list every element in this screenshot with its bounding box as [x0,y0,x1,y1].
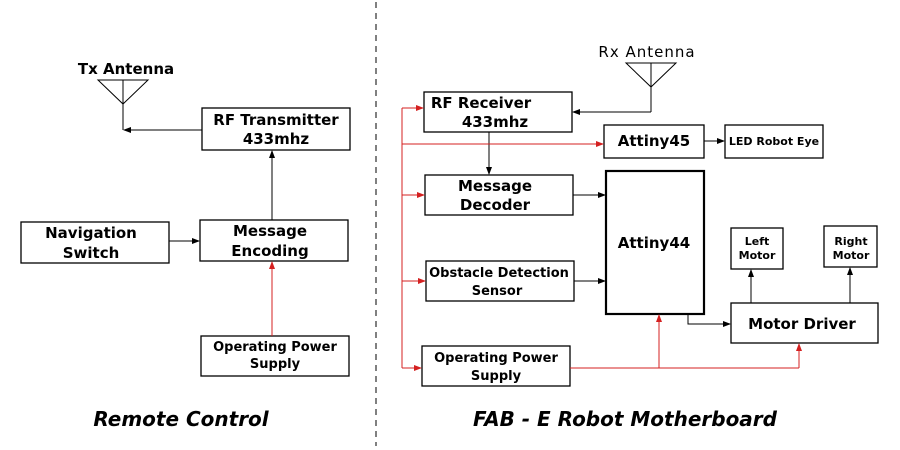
robot-power-supply-block: Operating Power Supply [421,345,571,387]
navigation-switch-line2: Switch [63,244,120,262]
tx-antenna-label: Tx Antenna [78,60,174,78]
rx-antenna-label: Rx Antenna [598,43,695,61]
message-encoding-line1: Message [233,222,307,240]
remote-power-supply-line1: Operating Power [213,340,337,355]
rf-receiver-line2: 433mhz [462,113,529,131]
attiny44-label: Attiny44 [618,234,690,252]
motor-driver-label: Motor Driver [748,315,856,333]
obstacle-sensor-line2: Sensor [472,284,523,299]
left-motor-line1: Left [745,235,770,248]
left-motor-line2: Motor [739,249,776,262]
message-decoder-line1: Message [458,177,532,195]
robot-power-supply-line1: Operating Power [434,351,558,366]
motor-driver-block: Motor Driver [730,302,879,344]
right-motor-line1: Right [834,235,867,248]
left-motor-block: Left Motor [730,227,784,270]
navigation-switch-block: Navigation Switch [20,221,170,264]
robot-title: FAB - E Robot Motherboard [473,407,778,431]
remote-control-section: Tx Antenna RF Transmitter 433mhz Navigat… [20,60,351,431]
obstacle-sensor-line1: Obstacle Detection [429,266,569,281]
attiny45-label: Attiny45 [618,132,690,150]
tx-antenna-icon [96,79,150,130]
obstacle-sensor-block: Obstacle Detection Sensor [425,260,575,302]
attiny44-block: Attiny44 [604,169,706,316]
right-motor-block: Right Motor [823,225,878,268]
rf-receiver-block: RF Receiver 433mhz [423,91,573,133]
message-encoding-block: Message Encoding [199,219,349,262]
rf-receiver-line1: RF Receiver [431,94,532,112]
rf-transmitter-line1: RF Transmitter [213,111,339,129]
remote-power-supply-line2: Supply [250,357,301,372]
attiny44-to-motor-driver-arrow [687,314,731,327]
attiny45-block: Attiny45 [603,124,705,159]
robot-power-lines [401,105,802,371]
robot-power-supply-line2: Supply [471,369,522,384]
message-decoder-block: Message Decoder [424,174,574,216]
led-robot-eye-block: LED Robot Eye [724,124,824,159]
rf-transmitter-block: RF Transmitter 433mhz [201,107,351,151]
rf-transmitter-line2: 433mhz [243,130,310,148]
rx-antenna-icon [624,62,678,112]
message-encoding-line2: Encoding [231,242,308,260]
right-motor-line2: Motor [833,249,870,262]
remote-control-title: Remote Control [93,407,269,431]
robot-section: Rx Antenna RF Receiver 433mhz Attiny45 L… [401,43,879,431]
remote-power-supply-block: Operating Power Supply [200,335,350,377]
message-decoder-line2: Decoder [460,196,531,214]
navigation-switch-line1: Navigation [45,224,137,242]
led-robot-eye-label: LED Robot Eye [729,135,819,148]
